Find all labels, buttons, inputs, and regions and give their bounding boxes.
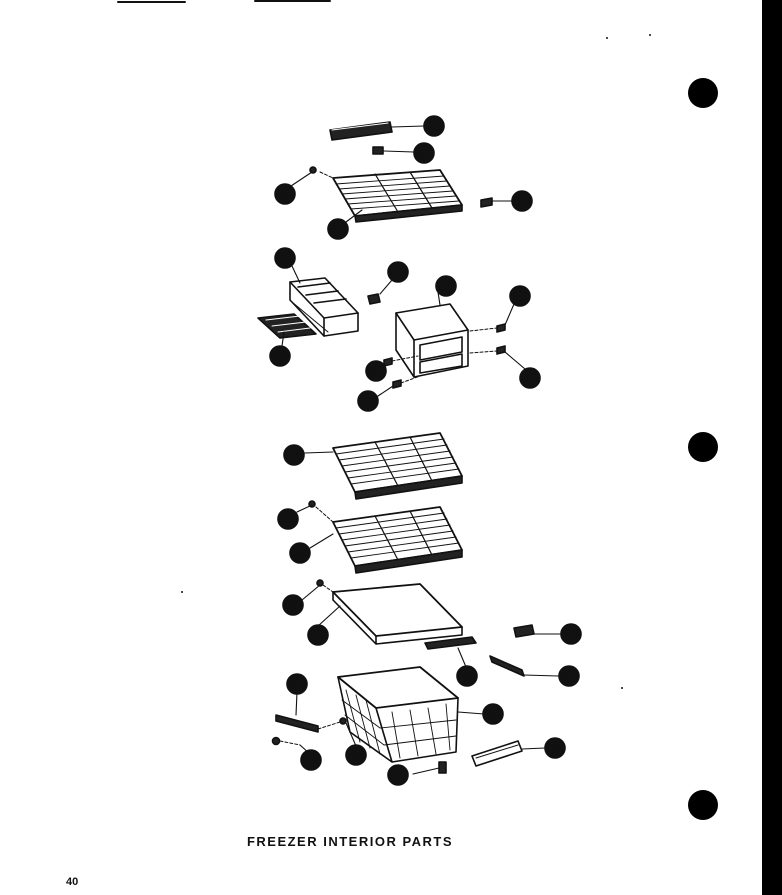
callout-144: 144 <box>509 285 531 307</box>
svg-text:143: 143 <box>522 373 537 383</box>
wire-shelf-lower <box>308 500 463 574</box>
callout-129: 129 <box>289 542 311 564</box>
callout-143: 143 <box>519 367 541 389</box>
svg-text:133: 133 <box>459 671 474 681</box>
fastener-137 <box>271 736 301 746</box>
callout-134: 134 <box>286 673 308 695</box>
svg-text:147: 147 <box>438 281 453 291</box>
callout-126: 126 <box>327 218 349 240</box>
svg-text:149: 149 <box>360 396 375 406</box>
trim-strip-132 <box>424 636 477 650</box>
scan-artifact <box>117 0 331 3</box>
fastener-146 <box>367 293 381 305</box>
callout-135: 135 <box>345 744 367 766</box>
svg-text:134: 134 <box>289 679 304 689</box>
svg-text:144: 144 <box>512 291 527 301</box>
callout-130: 130 <box>413 142 435 164</box>
callout-127: 127 <box>283 444 305 466</box>
wire-shelf-top <box>319 169 463 223</box>
svg-text:127: 127 <box>286 450 301 460</box>
page-edge-bar <box>762 0 782 895</box>
binder-hole-bottom <box>688 790 718 820</box>
svg-text:140: 140 <box>563 629 578 639</box>
callout-138: 138 <box>482 703 504 725</box>
shelf-rail-top <box>329 121 393 141</box>
ice-tray-150 <box>257 313 317 339</box>
scan-specks <box>181 34 651 689</box>
glass-shelf-131 <box>316 579 463 645</box>
clip-124 <box>438 761 447 774</box>
callout-149: 149 <box>357 390 379 412</box>
callout-148: 148 <box>274 247 296 269</box>
callout-140: 140 <box>560 623 582 645</box>
callout-141: 141 <box>511 190 533 212</box>
svg-text:135: 135 <box>348 750 363 760</box>
callout-125: 125 <box>274 183 296 205</box>
svg-text:138: 138 <box>485 709 500 719</box>
leader-lines <box>281 125 561 775</box>
svg-text:137: 137 <box>303 755 318 765</box>
callout-128: 128 <box>423 115 445 137</box>
svg-text:126: 126 <box>330 224 345 234</box>
binder-hole-middle <box>688 432 718 462</box>
svg-text:139: 139 <box>547 743 562 753</box>
binder-hole-top <box>688 78 718 108</box>
callout-142: 142 <box>277 508 299 530</box>
svg-text:136: 136 <box>561 671 576 681</box>
callout-124: 124 <box>387 764 409 786</box>
callout-147: 147 <box>435 275 457 297</box>
page-title: FREEZER INTERIOR PARTS <box>246 834 454 849</box>
svg-text:128: 128 <box>426 121 441 131</box>
callout-132-left: 132 <box>282 594 304 616</box>
front-trim-139 <box>471 740 523 767</box>
screw-141 <box>480 197 493 208</box>
svg-text:150: 150 <box>272 351 287 361</box>
callout-146: 146 <box>387 261 409 283</box>
bracket-134 <box>275 714 347 733</box>
screw-125 <box>309 166 317 174</box>
bracket-136 <box>489 655 525 677</box>
page-number: 40 <box>66 876 79 888</box>
callout-136: 136 <box>558 665 580 687</box>
box-147 <box>395 303 469 378</box>
svg-text:146: 146 <box>390 267 405 277</box>
svg-text:124: 124 <box>390 770 405 780</box>
callout-133: 133 <box>456 665 478 687</box>
screws-144-143 <box>469 323 506 355</box>
svg-text:129: 129 <box>292 548 307 558</box>
svg-text:130: 130 <box>416 148 431 158</box>
small-clip-130 <box>372 146 384 155</box>
wire-basket-138 <box>337 666 459 763</box>
basket-149 <box>289 277 359 337</box>
callout-131: 131 <box>307 624 329 646</box>
wire-shelf-middle <box>332 432 463 500</box>
callout-150: 150 <box>269 345 291 367</box>
svg-text:145: 145 <box>368 366 383 376</box>
svg-text:131: 131 <box>310 630 325 640</box>
svg-text:142: 142 <box>280 514 295 524</box>
clip-140 <box>513 624 535 638</box>
callout-145: 145 <box>365 360 387 382</box>
callout-139: 139 <box>544 737 566 759</box>
svg-text:125: 125 <box>277 189 292 199</box>
svg-text:141: 141 <box>514 196 529 206</box>
svg-text:132: 132 <box>285 600 300 610</box>
svg-text:148: 148 <box>277 253 292 263</box>
callout-137: 137 <box>300 749 322 771</box>
